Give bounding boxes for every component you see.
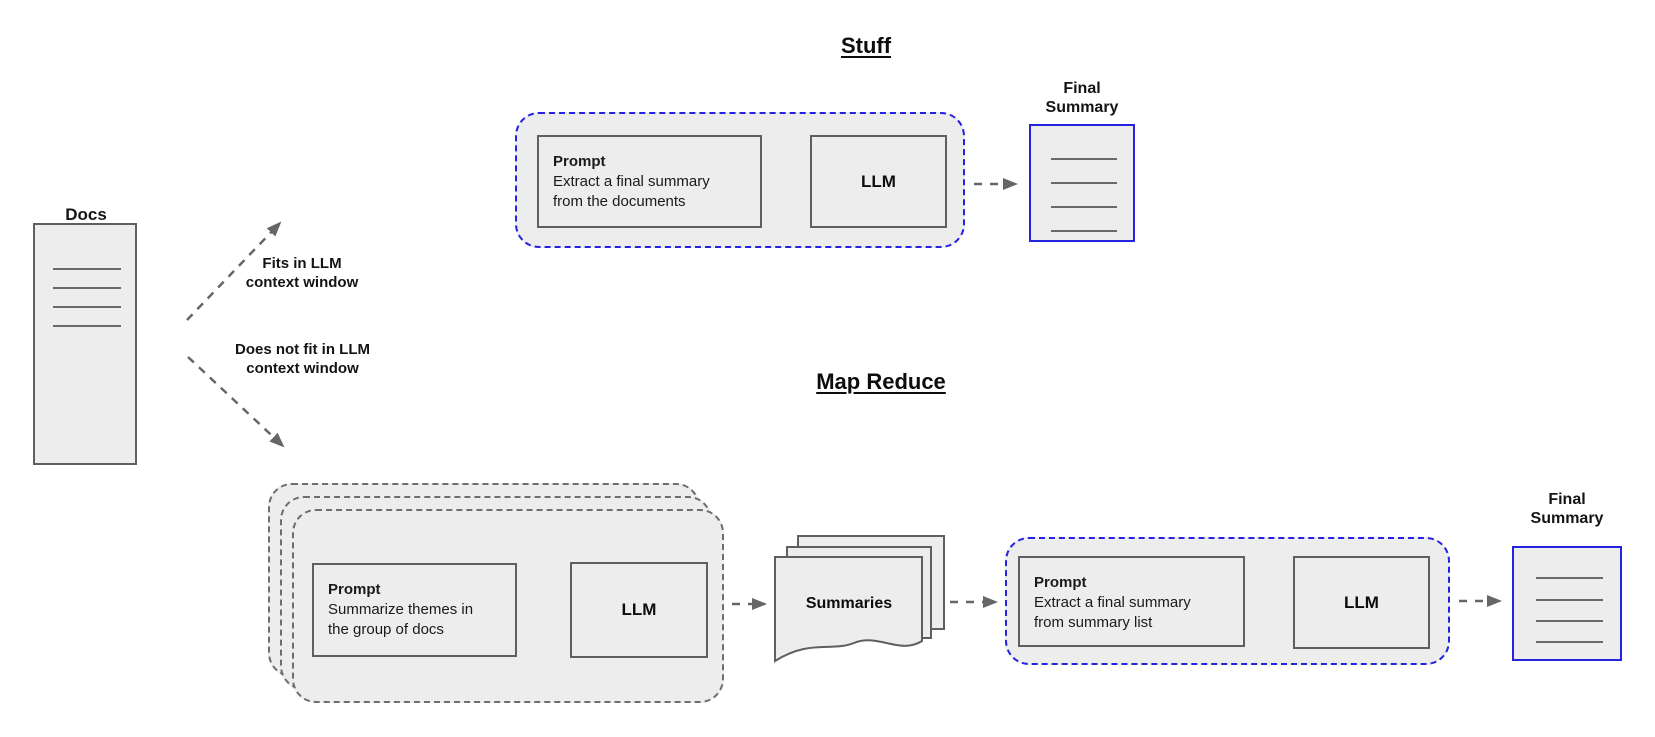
- mr-output-label: Final Summary: [1530, 491, 1604, 527]
- stuff-title: Stuff: [840, 33, 892, 58]
- stuff-output-document: [1029, 124, 1135, 242]
- stuff-llm-box: LLM: [810, 135, 947, 228]
- mr-llm-box: LLM: [570, 562, 708, 658]
- mr-output-document: [1512, 546, 1622, 661]
- branch-label-not-fit: Does not fit in LLM context window: [235, 341, 370, 377]
- stuff-prompt-box: Prompt Extract a final summary from the …: [537, 135, 762, 228]
- map-reduce-title: Map Reduce: [816, 369, 946, 394]
- mr-prompt-box: Prompt Summarize themes in the group of …: [312, 563, 517, 657]
- summaries-doc-front: [774, 556, 923, 663]
- summaries-label: Summaries: [805, 595, 893, 612]
- mr-final-prompt-box: Prompt Extract a final summary from summ…: [1018, 556, 1245, 647]
- stuff-output-label: Final Summary: [1045, 80, 1119, 116]
- docs-document: [33, 223, 137, 465]
- docs-label: Docs: [65, 205, 107, 224]
- mr-final-llm-box: LLM: [1293, 556, 1430, 649]
- branch-label-fits: Fits in LLM context window: [245, 255, 359, 291]
